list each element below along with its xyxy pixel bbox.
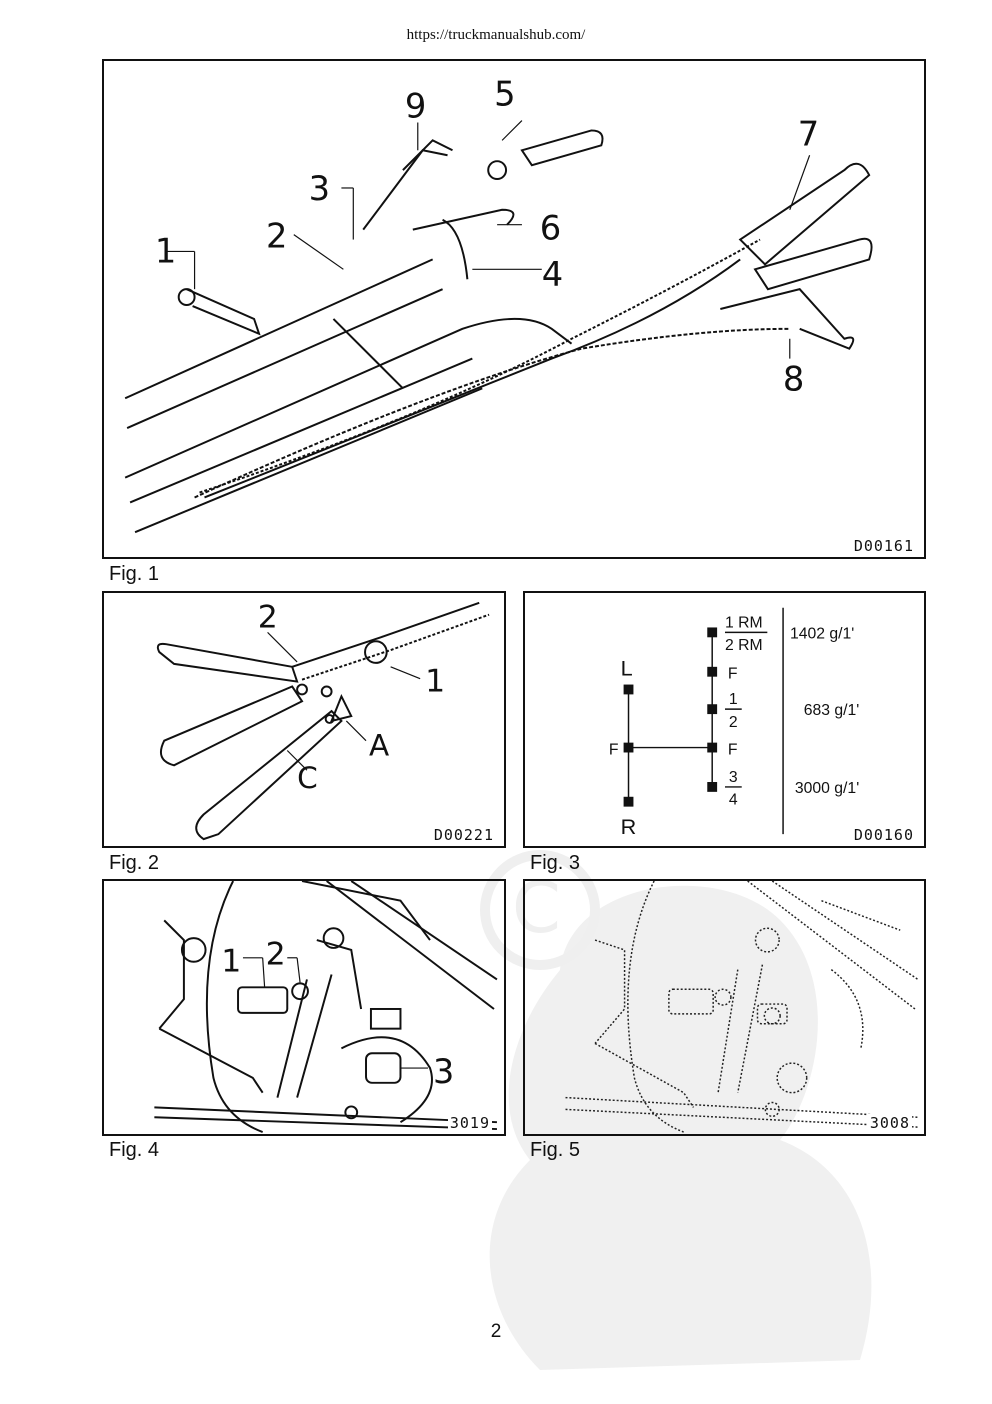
fraction-3-num: 3 — [729, 769, 738, 786]
gear-node-F-right — [707, 742, 718, 753]
figure-3-code: D00160 — [851, 826, 916, 844]
figure-4-code: 3019 — [447, 1114, 492, 1132]
figure-3-caption: Fig. 3 — [530, 852, 581, 874]
fraction-2-den: 2 — [729, 714, 738, 731]
source-url: https://truckmanualshub.com/ — [406, 27, 586, 43]
fig2-callout-1: 1 — [425, 663, 445, 699]
figure-2-box: 2 1 A C D00221 — [102, 591, 506, 848]
label-F-upper: F — [728, 666, 738, 683]
figure-3-gear-diagram: L F R F F 1 RM 2 RM 1 2 3 4 1402 g/1' 68… — [609, 607, 860, 839]
fig1-callout-5: 5 — [494, 75, 515, 114]
figure-4-illustration: 1 2 3 — [154, 881, 498, 1133]
figure-1-illustration: 1 2 3 4 5 6 7 8 9 — [124, 75, 873, 534]
fig2-callout-2: 2 — [258, 599, 278, 635]
fig1-callout-3: 3 — [309, 169, 330, 208]
fig4-callout-2: 2 — [266, 937, 286, 973]
fraction-3-den: 4 — [729, 792, 738, 809]
fraction-2-num: 1 — [729, 691, 738, 708]
fig1-callout-2: 2 — [266, 216, 287, 255]
figure-4-caption: Fig. 4 — [109, 1139, 160, 1161]
fig1-callout-9: 9 — [405, 87, 426, 126]
figure-1-code: D00161 — [851, 537, 916, 555]
label-F-right: F — [728, 741, 738, 758]
figure-4-box: 1 2 3 3019 — [102, 879, 506, 1136]
figure-1-box: 1 2 3 4 5 6 7 8 9 D00161 — [102, 59, 926, 559]
fraction-1-num: 1 RM — [725, 614, 763, 631]
speed-2: 683 g/1' — [804, 702, 860, 719]
figure-2-caption: Fig. 2 — [109, 852, 160, 874]
fig2-callout-C: C — [297, 761, 318, 795]
fig1-callout-8: 8 — [783, 359, 804, 398]
fig4-callout-3: 3 — [433, 1052, 454, 1091]
gear-node-F-left — [623, 742, 634, 753]
fraction-1-den: 2 RM — [725, 637, 763, 654]
fig4-callout-1: 1 — [221, 944, 241, 980]
figure-5-code: 3008 — [867, 1114, 912, 1132]
gear-node-1-2 — [707, 704, 718, 715]
label-R: R — [621, 814, 637, 839]
fig2-callout-A: A — [369, 728, 389, 762]
figure-5-box: 3008 — [523, 879, 926, 1136]
figure-2-illustration: 2 1 A C — [156, 599, 490, 841]
fig1-callout-7: 7 — [798, 114, 819, 153]
gear-node-1RM-2RM — [707, 627, 718, 638]
gear-node-R — [623, 796, 634, 807]
fig1-callout-1: 1 — [155, 231, 176, 270]
label-F-left: F — [609, 741, 619, 758]
figure-2-code: D00221 — [431, 826, 496, 844]
gear-node-L — [623, 684, 634, 695]
fig1-callout-6: 6 — [540, 209, 561, 248]
figure-5-caption: Fig. 5 — [530, 1139, 581, 1161]
label-L: L — [621, 656, 633, 681]
speed-1: 1402 g/1' — [790, 625, 854, 642]
gear-node-3-4 — [707, 782, 718, 792]
fig1-callout-4: 4 — [542, 255, 563, 294]
figure-5-illustration — [565, 881, 919, 1133]
speed-3: 3000 g/1' — [795, 780, 859, 797]
gear-node-F-upper — [707, 666, 718, 677]
figure-3-box: L F R F F 1 RM 2 RM 1 2 3 4 1402 g/1' 68… — [523, 591, 926, 848]
page-number: 2 — [490, 1321, 502, 1342]
figure-1-caption: Fig. 1 — [109, 563, 160, 585]
